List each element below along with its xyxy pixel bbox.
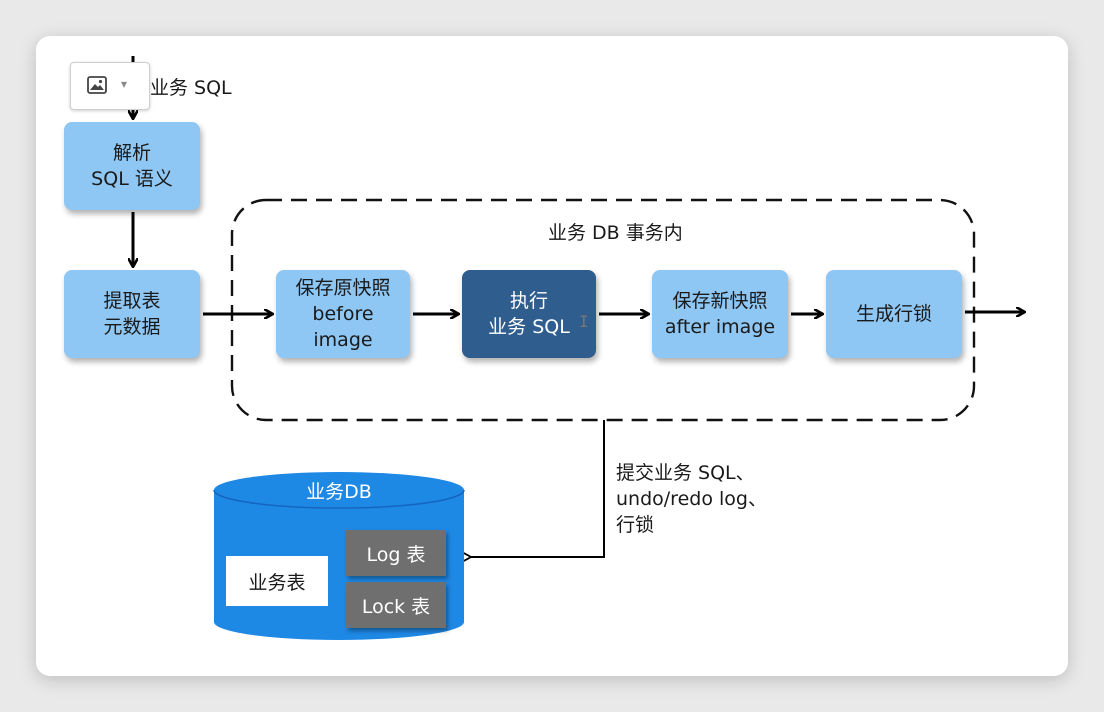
image-toolbar[interactable]: ▾ — [70, 62, 150, 110]
transaction-label: 业务 DB 事务内 — [548, 222, 683, 244]
extract-metadata-box: 提取表 元数据 — [64, 270, 200, 358]
save-after-image-box: 保存新快照 after image — [652, 270, 788, 358]
text-cursor-icon: I — [579, 312, 589, 331]
save-before-image-box: 保存原快照 before image — [276, 270, 410, 358]
lock-table: Lock 表 — [346, 582, 446, 628]
generate-row-lock-box: 生成行锁 — [826, 270, 962, 358]
commit-label: 提交业务 SQL、 undo/redo log、 行锁 — [616, 462, 767, 536]
image-icon[interactable] — [87, 76, 107, 94]
database-title: 业务DB — [306, 481, 372, 503]
log-table: Log 表 — [346, 530, 446, 576]
input-label: 业务 SQL — [150, 77, 232, 99]
parse-sql-box: 解析 SQL 语义 — [64, 122, 200, 210]
chevron-down-icon[interactable]: ▾ — [121, 77, 128, 91]
business-table: 业务表 — [226, 556, 328, 606]
execute-sql-box: 执行 业务 SQL — [462, 270, 596, 358]
